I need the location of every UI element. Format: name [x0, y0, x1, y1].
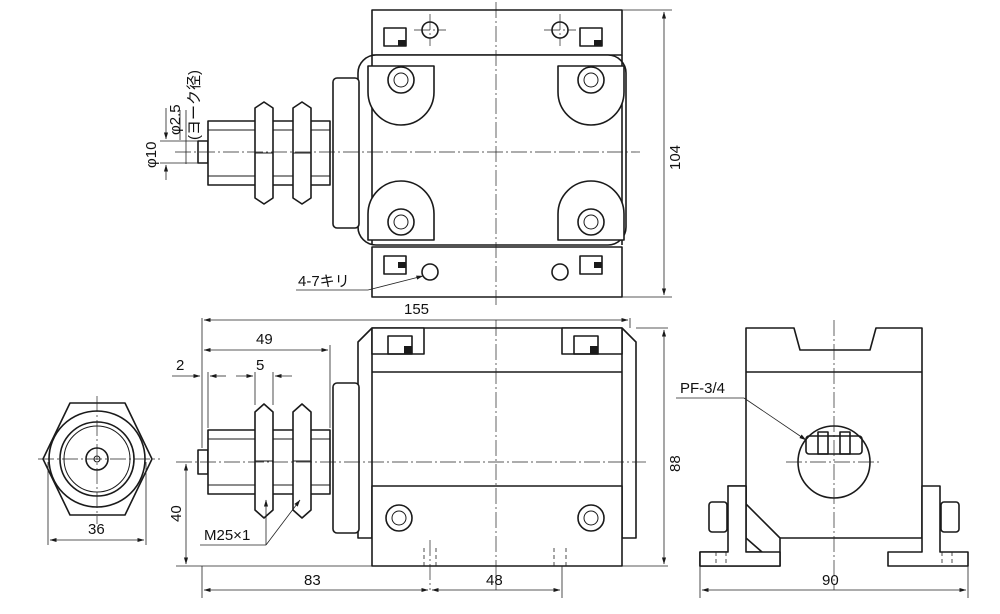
dim-88: 88 — [667, 455, 684, 472]
note-mount-holes: 4-7キリ — [298, 273, 350, 290]
dim-2: 2 — [176, 357, 184, 374]
top-view-lower-flange — [371, 246, 623, 298]
top-view-upper-flange — [371, 9, 623, 56]
end-view: 36 — [38, 396, 160, 545]
dim-5: 5 — [256, 357, 264, 374]
front-view: 155 49 2 5 M25×1 40 83 48 88 — [168, 301, 684, 598]
dim-phi25: φ2.5 — [167, 104, 184, 135]
top-view-bolt-bosses — [367, 65, 625, 241]
top-view: 104 4-7キリ φ10 φ2.5 (ヨーク径) — [143, 2, 684, 305]
dim-phi10: φ10 — [143, 142, 160, 168]
note-port: PF-3/4 — [680, 380, 725, 397]
dim-36: 36 — [88, 521, 105, 538]
dim-40: 40 — [168, 505, 185, 522]
dim-90: 90 — [822, 572, 839, 589]
top-view-rod — [197, 101, 331, 205]
front-view-rod — [197, 403, 331, 519]
dim-48: 48 — [486, 572, 503, 589]
dim-height-top: 104 — [667, 145, 684, 170]
note-yoke-diameter: (ヨーク径) — [186, 70, 203, 140]
side-view: PF-3/4 90 — [676, 320, 969, 598]
dim-width-155: 155 — [404, 301, 429, 318]
top-view-cover — [332, 77, 360, 229]
note-thread: M25×1 — [204, 527, 250, 544]
dim-49: 49 — [256, 331, 273, 348]
dim-83: 83 — [304, 572, 321, 589]
